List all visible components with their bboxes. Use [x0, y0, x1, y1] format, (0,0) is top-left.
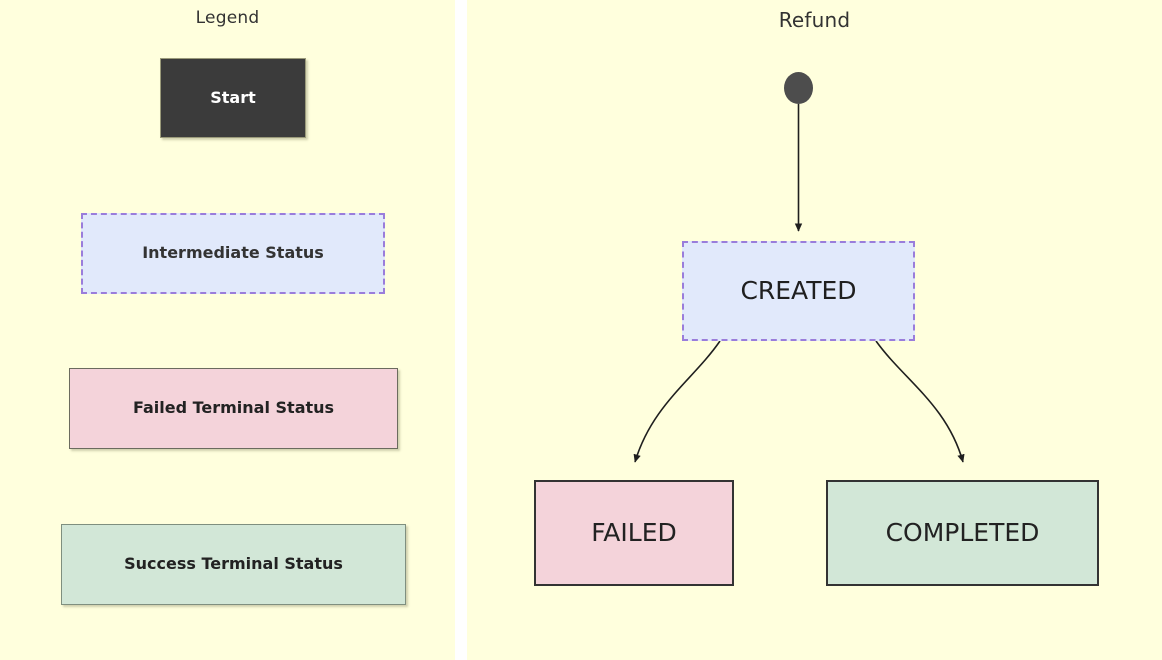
- legend-title: Legend: [195, 8, 260, 28]
- legend-panel: Legend Start Intermediate Status Failed …: [0, 0, 455, 660]
- legend-item-intermediate-status[interactable]: Intermediate Status: [81, 213, 385, 294]
- legend-item-failed-terminal-status[interactable]: Failed Terminal Status: [69, 368, 398, 449]
- legend-item-failed-terminal-status-label: Failed Terminal Status: [132, 398, 335, 418]
- start-point-node[interactable]: [784, 72, 813, 104]
- node-created-label: CREATED: [740, 275, 857, 305]
- legend-item-intermediate-status-label: Intermediate Status: [142, 243, 324, 263]
- legend-item-start-label: Start: [210, 87, 256, 107]
- legend-item-start[interactable]: Start: [160, 58, 306, 138]
- edge-created-to-failed: [633, 340, 721, 463]
- flowchart-title: Refund: [778, 8, 851, 32]
- node-failed-label: FAILED: [591, 517, 677, 547]
- node-completed-label: COMPLETED: [885, 517, 1040, 547]
- node-failed[interactable]: FAILED: [534, 480, 734, 586]
- edge-created-to-completed: [875, 340, 965, 463]
- legend-item-success-terminal-status[interactable]: Success Terminal Status: [61, 524, 406, 605]
- legend-item-success-terminal-status-label: Success Terminal Status: [124, 554, 343, 574]
- node-created[interactable]: CREATED: [682, 241, 915, 341]
- flowchart-panel: Refund CREATED FAILED COMPLETED: [467, 0, 1162, 660]
- node-completed[interactable]: COMPLETED: [826, 480, 1099, 586]
